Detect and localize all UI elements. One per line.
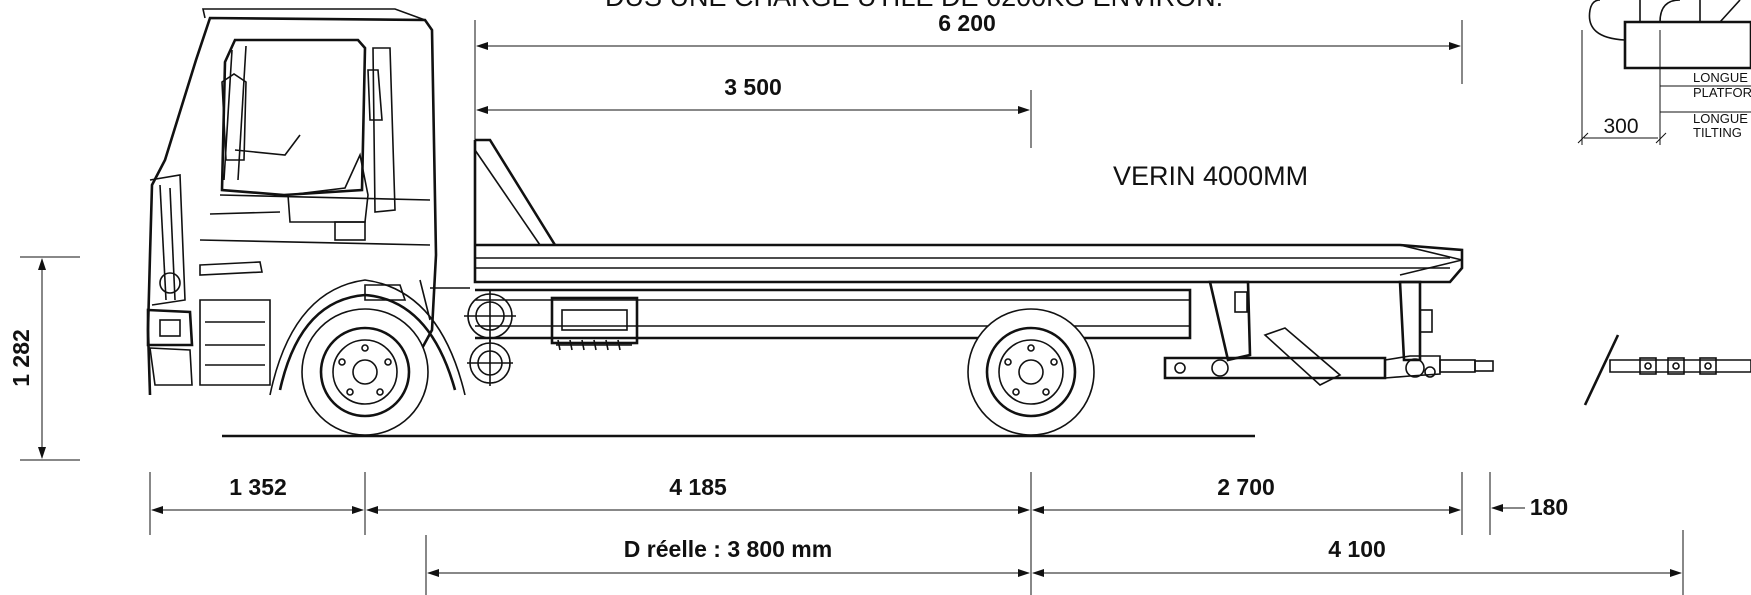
- front-wheel: [301, 308, 429, 436]
- detail-label-bottom-2: TILTING: [1693, 125, 1742, 140]
- dim-rear-length: 4 100: [1328, 536, 1386, 562]
- dimension-lines: [20, 20, 1684, 595]
- rear-wheel: [967, 308, 1095, 436]
- dim-wheelbase: 4 185: [669, 474, 727, 500]
- detail-label-top-2: PLATFOR: [1693, 85, 1751, 100]
- dim-ram-reach: 3 500: [724, 74, 782, 100]
- dim-height: 1 282: [8, 329, 34, 387]
- ram-label: VERIN 4000MM: [1113, 161, 1308, 191]
- dim-platform-length: 6 200: [938, 10, 996, 36]
- tool-box: [550, 296, 639, 351]
- detail-label-bottom-1: LONGUE: [1693, 111, 1748, 126]
- detail-under-lift: [1583, 334, 1751, 406]
- header-note: DUS UNE CHARGE UTILE DE 6200KG ENVIRON.: [605, 0, 1223, 12]
- dim-front-overhang: 1 352: [229, 474, 287, 500]
- winch-spool: [464, 290, 516, 386]
- detail-label-top-1: LONGUE: [1693, 70, 1748, 85]
- under-lift: [1163, 280, 1494, 386]
- dim-under-lift: 180: [1530, 494, 1568, 520]
- detail-dimension: 300: [1603, 115, 1638, 138]
- detail-view: [1577, 0, 1751, 145]
- dim-real-d: D réelle : 3 800 mm: [624, 536, 832, 562]
- truck-side-view: [146, 8, 1494, 438]
- dim-rear-overhang: 2 700: [1217, 474, 1275, 500]
